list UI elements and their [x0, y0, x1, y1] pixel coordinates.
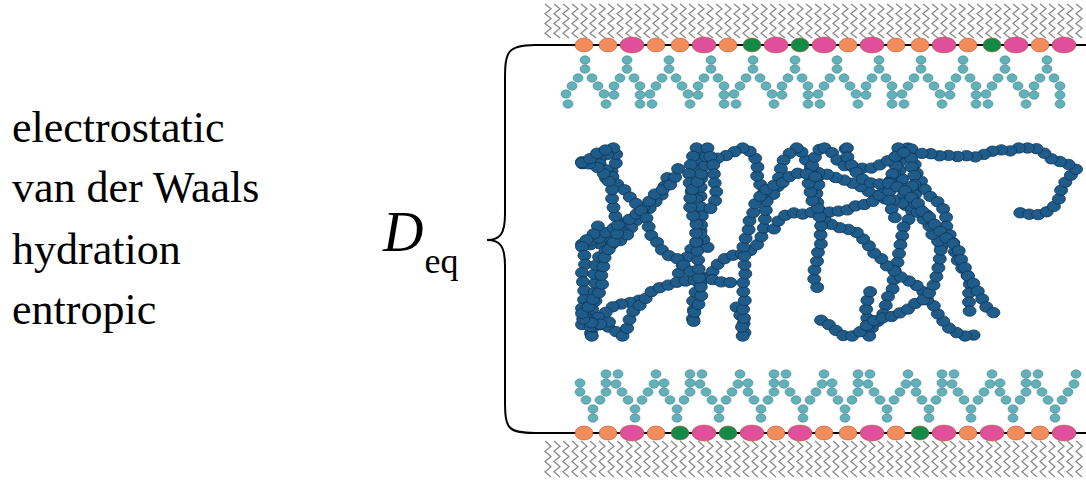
distance-symbol: D: [383, 204, 423, 260]
distance-subscript: eq: [424, 243, 458, 279]
lipid-tails: [545, 4, 1082, 477]
force-label: entropic: [12, 288, 156, 332]
polymer-chains: [576, 143, 1083, 341]
force-label: electrostatic: [12, 106, 225, 150]
brace: [487, 45, 535, 433]
lipid-heads: [575, 37, 1076, 441]
glycan-trees: [561, 56, 1081, 422]
membrane-line: [535, 44, 1086, 46]
force-label: van der Waals: [12, 166, 259, 210]
force-label: hydration: [12, 228, 181, 272]
